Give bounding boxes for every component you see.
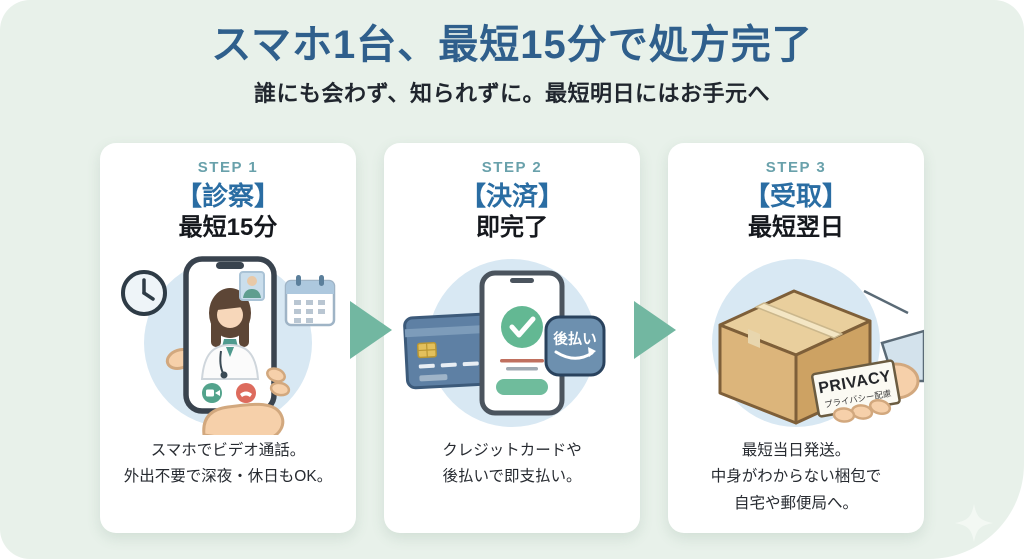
self-view-thumbnail [239, 270, 265, 301]
step-subheading: 最短15分 [178, 214, 278, 242]
step-card-delivery: STEP 3 【受取】 最短翌日 [668, 143, 924, 533]
step-description: スマホでビデオ通話。 外出不要で深夜・休日もOK。 [123, 441, 333, 486]
package-box-illustration: PRIVACY プライバシー配慮 [712, 258, 924, 427]
delivery-illustration: PRIVACY プライバシー配慮 [668, 247, 924, 435]
holding-hand [202, 402, 285, 435]
arrow-right-icon [350, 301, 392, 359]
page-title: スマホ1台、最短15分で処方完了 [211, 23, 813, 67]
step-heading: 【診察】 [175, 181, 280, 211]
sparkle-icon [955, 504, 993, 542]
smartphone [183, 256, 277, 414]
check-icon [501, 305, 543, 348]
video-call-button [202, 382, 222, 403]
step-card-consultation: STEP 1 【診察】 最短15分 [100, 143, 356, 533]
clock-icon [121, 269, 167, 316]
step-card-payment: STEP 2 【決済】 即完了 [384, 143, 640, 533]
step-subheading: 最短翌日 [748, 214, 844, 242]
step-heading: 【受取】 [743, 181, 848, 211]
badge-label: 後払い [553, 330, 597, 348]
page-subtitle: 誰にも会わず、知られずに。最短明日にはお手元へ [254, 81, 770, 106]
step-description: 最短当日発送。 中身がわからない梱包で 自宅や郵便局へ。 [710, 441, 882, 512]
step-description: クレジットカードや 後払いで即支払い。 [442, 441, 582, 486]
arrow-right-icon [634, 301, 676, 359]
hangup-button [236, 382, 256, 403]
deferred-payment-badge: 後払い [544, 315, 606, 377]
step-label: STEP 3 [765, 159, 827, 176]
calendar-icon [284, 274, 336, 327]
smartphone-video-call-illustration [121, 256, 336, 435]
payment-illustration: 後払い [384, 247, 640, 435]
hand-fingers [832, 398, 892, 423]
doctor-on-screen [200, 287, 260, 380]
step-label: STEP 1 [197, 159, 259, 176]
step-heading: 【決済】 [459, 181, 564, 211]
step-label: STEP 2 [481, 159, 543, 176]
steps-row: STEP 1 【診察】 最短15分 [0, 143, 1024, 533]
payment-methods-illustration: 後払い [403, 258, 606, 427]
step-subheading: 即完了 [476, 214, 548, 242]
video-call-illustration [100, 247, 356, 435]
header: スマホ1台、最短15分で処方完了 誰にも会わず、知られずに。最短明日にはお手元へ [0, 0, 1024, 108]
